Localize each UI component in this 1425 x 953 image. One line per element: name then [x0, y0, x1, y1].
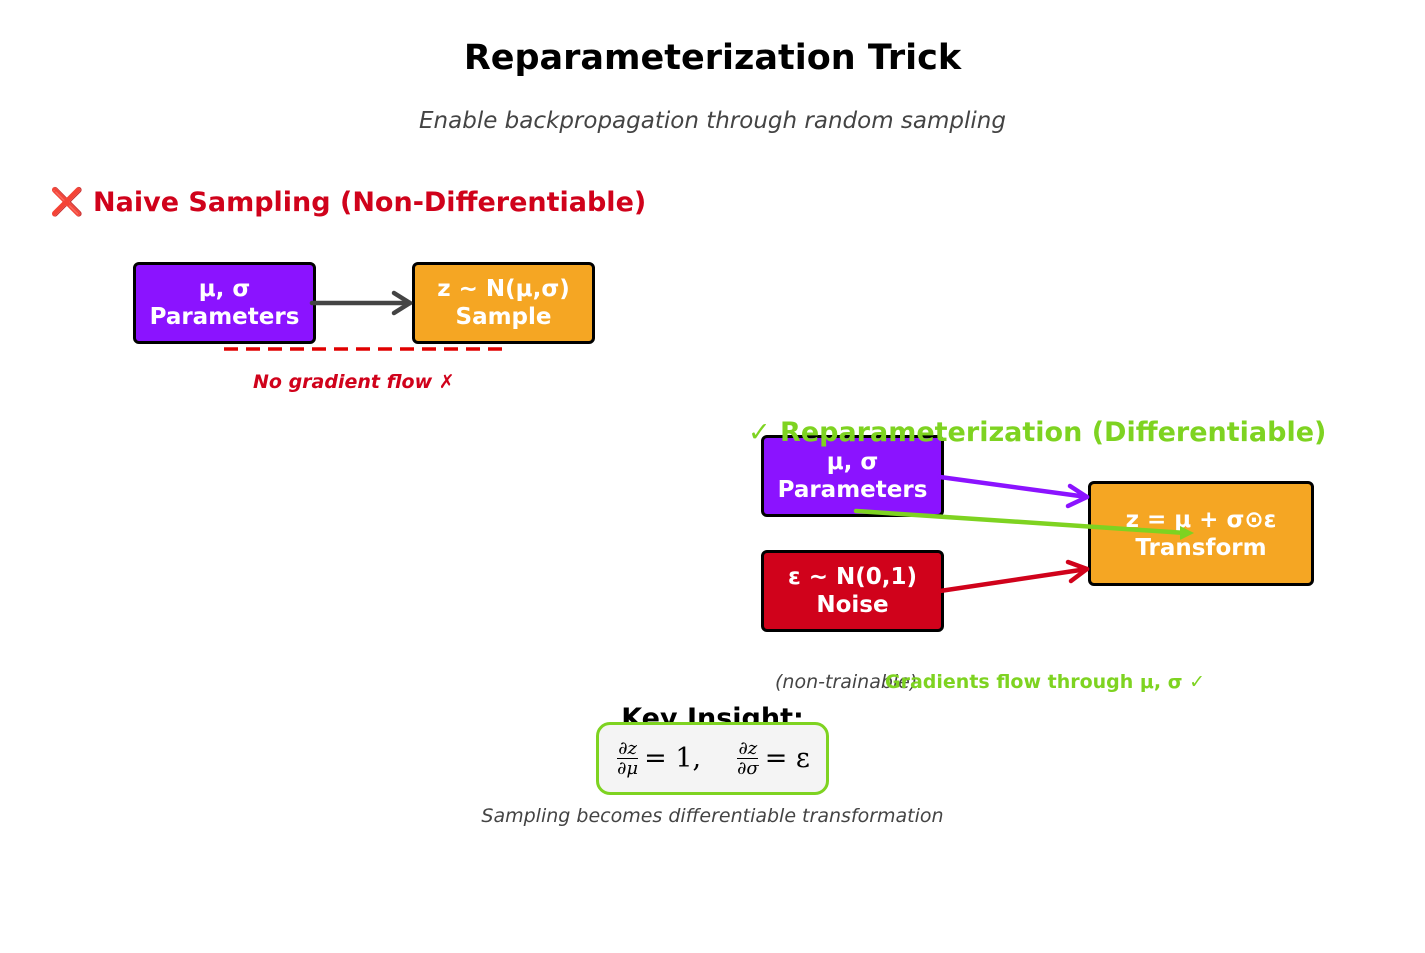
- reparam-noise-label: Noise: [816, 592, 889, 618]
- page-title: Reparameterization Trick: [463, 38, 962, 78]
- naive-sample-formula: z ~ N(μ,σ): [437, 276, 570, 302]
- reparam-transform-box: z = μ + σ⊙ε Transform: [1088, 481, 1314, 586]
- key-insight-caption: Sampling becomes differentiable transfor…: [481, 805, 944, 827]
- dz-dmu-fraction: ∂z ∂μ: [617, 738, 639, 779]
- reparam-transform-label: Transform: [1135, 534, 1267, 561]
- gradient-flow-note: Gradients flow through μ, σ ✓: [885, 671, 1206, 693]
- key-insight-formula: ∂z ∂μ = 1, ∂z ∂σ = ε: [596, 722, 829, 795]
- non-trainable-note: (non-trainable): [775, 671, 918, 693]
- noise-to-transform-arrow: [937, 559, 1090, 594]
- naive-sample-label: Sample: [455, 304, 552, 330]
- naive-sample-box: z ~ N(μ,σ) Sample: [412, 262, 595, 344]
- gradient-flow-arrow: [853, 508, 1194, 540]
- naive-arrow: [309, 290, 413, 316]
- no-gradient-note: No gradient flow ✗: [253, 371, 455, 393]
- reparam-params-box: μ, σ Parameters: [761, 435, 944, 517]
- reparam-heading: ✓ Reparameterization (Differentiable): [748, 417, 1327, 448]
- reparam-params-symbol: μ, σ: [826, 449, 879, 475]
- naive-params-label: Parameters: [149, 304, 300, 330]
- reparam-noise-box: ε ~ N(0,1) Noise: [761, 550, 944, 632]
- reparam-noise-formula: ε ~ N(0,1): [787, 564, 918, 590]
- naive-params-symbol: μ, σ: [198, 276, 251, 302]
- dz-dsigma-fraction: ∂z ∂σ: [737, 738, 759, 779]
- page-subtitle: Enable backpropagation through random sa…: [419, 108, 1006, 134]
- reparam-transform-formula: z = μ + σ⊙ε: [1125, 506, 1277, 533]
- naive-heading: ❌ Naive Sampling (Non-Differentiable): [50, 187, 647, 218]
- dz-dsigma-value: = ε: [764, 743, 810, 774]
- params-to-transform-arrow: [937, 474, 1090, 509]
- dz-dmu-value: = 1,: [644, 743, 702, 774]
- reparam-params-label: Parameters: [777, 477, 928, 503]
